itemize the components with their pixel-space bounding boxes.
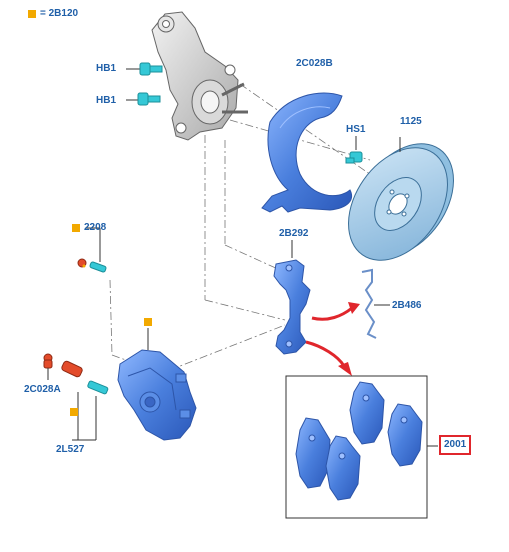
hs1-screw-icon [345, 136, 363, 164]
label-disc: 1125 [400, 116, 422, 127]
anti-rattle-clip [361, 268, 390, 339]
hb1-bolt-bottom-icon [126, 92, 161, 106]
label-pads: 2001 [439, 435, 472, 455]
red-arrows [305, 302, 360, 376]
label-hb1-bottom: HB1 [96, 95, 117, 106]
label-guide-pin: 2L527 [56, 444, 85, 455]
label-carrier: 2B292 [279, 228, 309, 239]
brake-pads [295, 381, 423, 501]
label-shield: 2C028B [296, 58, 333, 69]
caliper-bolts [43, 353, 109, 441]
legend-text: = 2B120 [40, 8, 79, 19]
splash-shield [261, 92, 353, 213]
label-hs1: HS1 [346, 124, 366, 135]
orange-square-icon [28, 9, 36, 18]
legend: = 2B120 [28, 8, 78, 19]
brake-caliper [117, 318, 197, 441]
caliper-carrier [273, 240, 311, 355]
label-clip: 2B486 [392, 300, 422, 311]
steering-knuckle [151, 11, 248, 141]
brake-disc [348, 137, 454, 261]
wear-sensor [72, 224, 107, 273]
label-hb1-top: HB1 [96, 63, 117, 74]
label-sensor: 2208 [84, 222, 107, 233]
hb1-bolt-top-icon [126, 62, 163, 76]
label-bolt-caliper: 2C028A [24, 384, 61, 395]
